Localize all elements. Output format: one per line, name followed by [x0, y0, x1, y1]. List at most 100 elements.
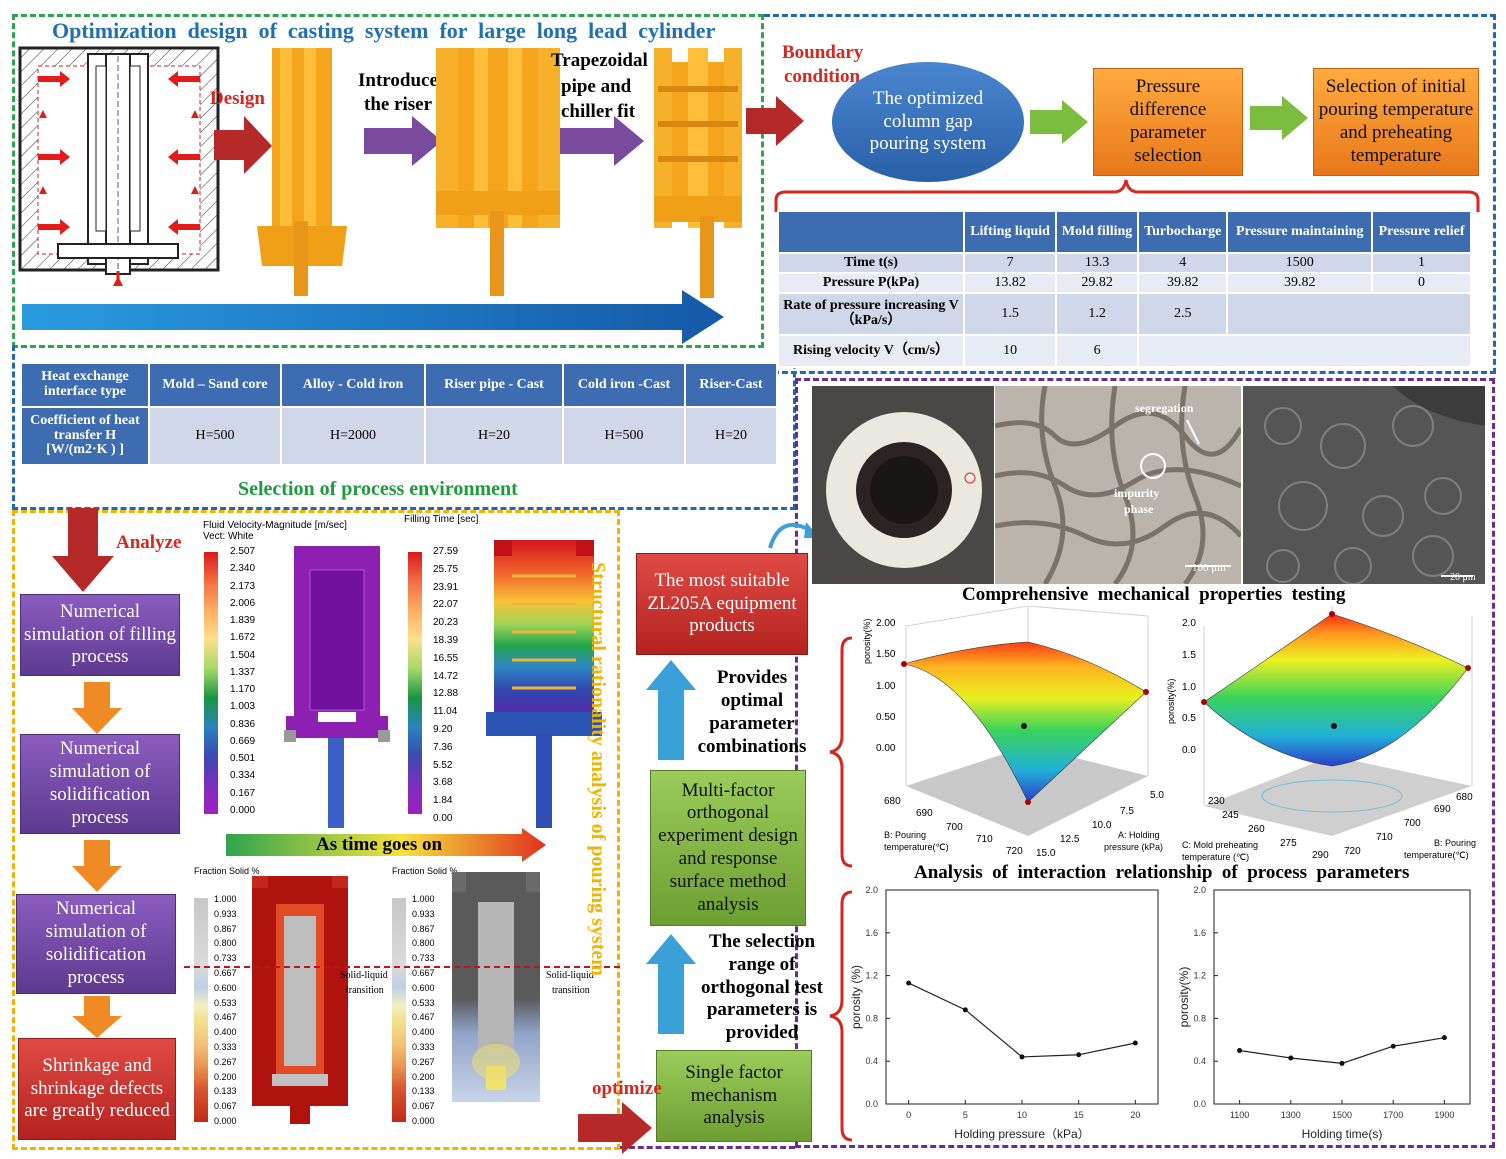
fraction-tick: 0.067 — [412, 1101, 435, 1112]
pt-header: Pressure relief — [1371, 210, 1472, 254]
velocity-tick: 1.839 — [230, 615, 256, 627]
surf1-b-tick: 700 — [946, 822, 963, 833]
x-tick-label: 5 — [963, 1110, 968, 1120]
surf2-b-label-1: B: Pouring — [1434, 838, 1477, 848]
pt-cell: 1.2 — [1055, 292, 1140, 336]
fraction-tick: 0.333 — [412, 1041, 435, 1052]
selection-range-label: The selection range of orthogonal test p… — [701, 931, 823, 1044]
fraction-tick: 0.733 — [214, 953, 237, 964]
surf1-z-tick: 0.00 — [876, 743, 896, 754]
casting-model-1 — [257, 48, 347, 296]
middle-blue-region — [12, 345, 796, 510]
data-point — [962, 1007, 968, 1013]
fraction-tick: 0.933 — [412, 908, 435, 919]
velocity-tick: 1.504 — [230, 649, 256, 661]
filling-tick: 0.00 — [433, 812, 453, 824]
surf1-a-tick: 5.0 — [1150, 790, 1164, 801]
surf2-b-ticks: 720 710 700 690 680 — [1344, 792, 1480, 858]
surf2-c-tick: 290 — [1312, 850, 1329, 861]
surf2-b-tick: 680 — [1456, 792, 1473, 803]
surf2-c-tick: 245 — [1222, 810, 1239, 821]
filling-tick: 7.36 — [433, 741, 453, 753]
surf2-z-tick: 1.0 — [1182, 681, 1196, 693]
pt-corner — [777, 210, 965, 254]
pt-cell: 39.82 — [1226, 272, 1374, 294]
ht-cell: Coefficient of heat transfer H [W/(m2·K … — [20, 406, 150, 466]
fraction-tick: 0.200 — [214, 1071, 237, 1082]
fraction-tick: 0.267 — [214, 1056, 237, 1067]
bottom-purple-line — [620, 1146, 795, 1149]
brace-upper — [829, 636, 853, 868]
series-line — [1239, 1037, 1445, 1064]
x-axis-label: Holding time(s) — [1302, 1127, 1383, 1141]
filling-simulation-image — [486, 540, 602, 828]
casting-model-2 — [436, 48, 560, 296]
velocity-tick: 2.173 — [230, 580, 256, 592]
structural-rationality-label: Structural rationality analysis of pouri… — [587, 562, 609, 976]
filling-simulation-box: Numerical simulation of filling process — [20, 594, 180, 676]
fraction-tick: 0.533 — [412, 997, 435, 1008]
table-row: Coefficient of heat transfer H [W/(m2·K … — [20, 406, 778, 466]
surf2-c-tick: 275 — [1280, 838, 1297, 849]
trap-label-1: Trapezoidal — [551, 50, 648, 71]
surf1-a-tick: 12.5 — [1060, 834, 1080, 845]
y-tick-label: 2.0 — [865, 885, 878, 895]
x-tick-label: 1100 — [1230, 1110, 1249, 1120]
filling-tick: 3.68 — [433, 777, 453, 789]
fraction-tick: 0.400 — [412, 1027, 435, 1038]
x-tick-label: 10 — [1017, 1110, 1027, 1120]
velocity-tick: 2.006 — [230, 597, 256, 609]
fraction-tick: 0.800 — [412, 938, 435, 949]
analyze-arrow — [52, 508, 114, 592]
velocity-simulation-image — [284, 546, 390, 828]
data-point — [1132, 1040, 1138, 1046]
surf1-b-label-2: temperature(℃) — [884, 842, 949, 852]
surf1-z-tick: 1.00 — [876, 680, 896, 692]
table-row: Rising velocity V（cm/s） 10 6 — [777, 334, 1472, 368]
fraction-tick: 0.600 — [412, 982, 435, 993]
fraction-tick: 0.667 — [412, 967, 435, 978]
pt-header: Pressure maintaining — [1226, 210, 1374, 254]
fracture-sem-photo — [1243, 386, 1485, 584]
riser-label-1: Introduce — [358, 70, 438, 91]
pt-cell — [1137, 334, 1472, 368]
table-row: Time t(s) 7 13.3 4 1500 1 — [777, 252, 1472, 274]
data-point — [1288, 1055, 1294, 1061]
velocity-tick: 1.170 — [230, 684, 256, 696]
velocity-tick: 2.507 — [230, 546, 256, 557]
velocity-tick: 0.000 — [230, 804, 256, 816]
fraction-tick: 0.533 — [214, 997, 237, 1008]
x-tick-label: 1900 — [1434, 1110, 1454, 1120]
ht-cell: Mold – Sand core — [148, 362, 282, 408]
surf1-z-tick: 1.50 — [876, 649, 896, 661]
x-axis-label: Holding pressure（kPa） — [954, 1127, 1089, 1141]
surf1-b-tick: 690 — [916, 808, 933, 819]
fraction-tick: 0.000 — [214, 1115, 237, 1126]
transition-label-1a: Solid-liquid — [340, 970, 388, 981]
surf2-c-label-1: C: Mold preheating — [1182, 840, 1259, 850]
surf1-a-label-1: A: Holding — [1118, 830, 1160, 840]
filling-tick: 23.91 — [433, 581, 459, 593]
response-surface-1 — [901, 606, 1149, 836]
velocity-tick: 1.003 — [230, 701, 256, 713]
defects-reduced-box: Shrinkage and shrinkage defects are grea… — [18, 1038, 176, 1140]
transition-label-2a: Solid-liquid — [546, 970, 594, 981]
y-tick-label: 0.0 — [865, 1099, 878, 1109]
temperature-selection-box: Selection of initial pouring temperature… — [1313, 68, 1479, 176]
fraction-tick: 0.867 — [214, 923, 237, 934]
data-point — [1076, 1052, 1082, 1058]
riser-label-2: the riser — [364, 94, 433, 115]
data-point — [1339, 1060, 1345, 1066]
time-label: As time goes on — [316, 834, 443, 855]
filling-tick: 14.72 — [433, 670, 459, 682]
velocity-tick: 1.672 — [230, 632, 256, 644]
top-right-blue-region — [764, 14, 1496, 374]
pt-row-label: Rising velocity V（cm/s） — [777, 334, 965, 368]
x-tick-label: 15 — [1074, 1110, 1084, 1120]
data-point — [906, 980, 912, 986]
filling-tick: 22.07 — [433, 599, 459, 611]
